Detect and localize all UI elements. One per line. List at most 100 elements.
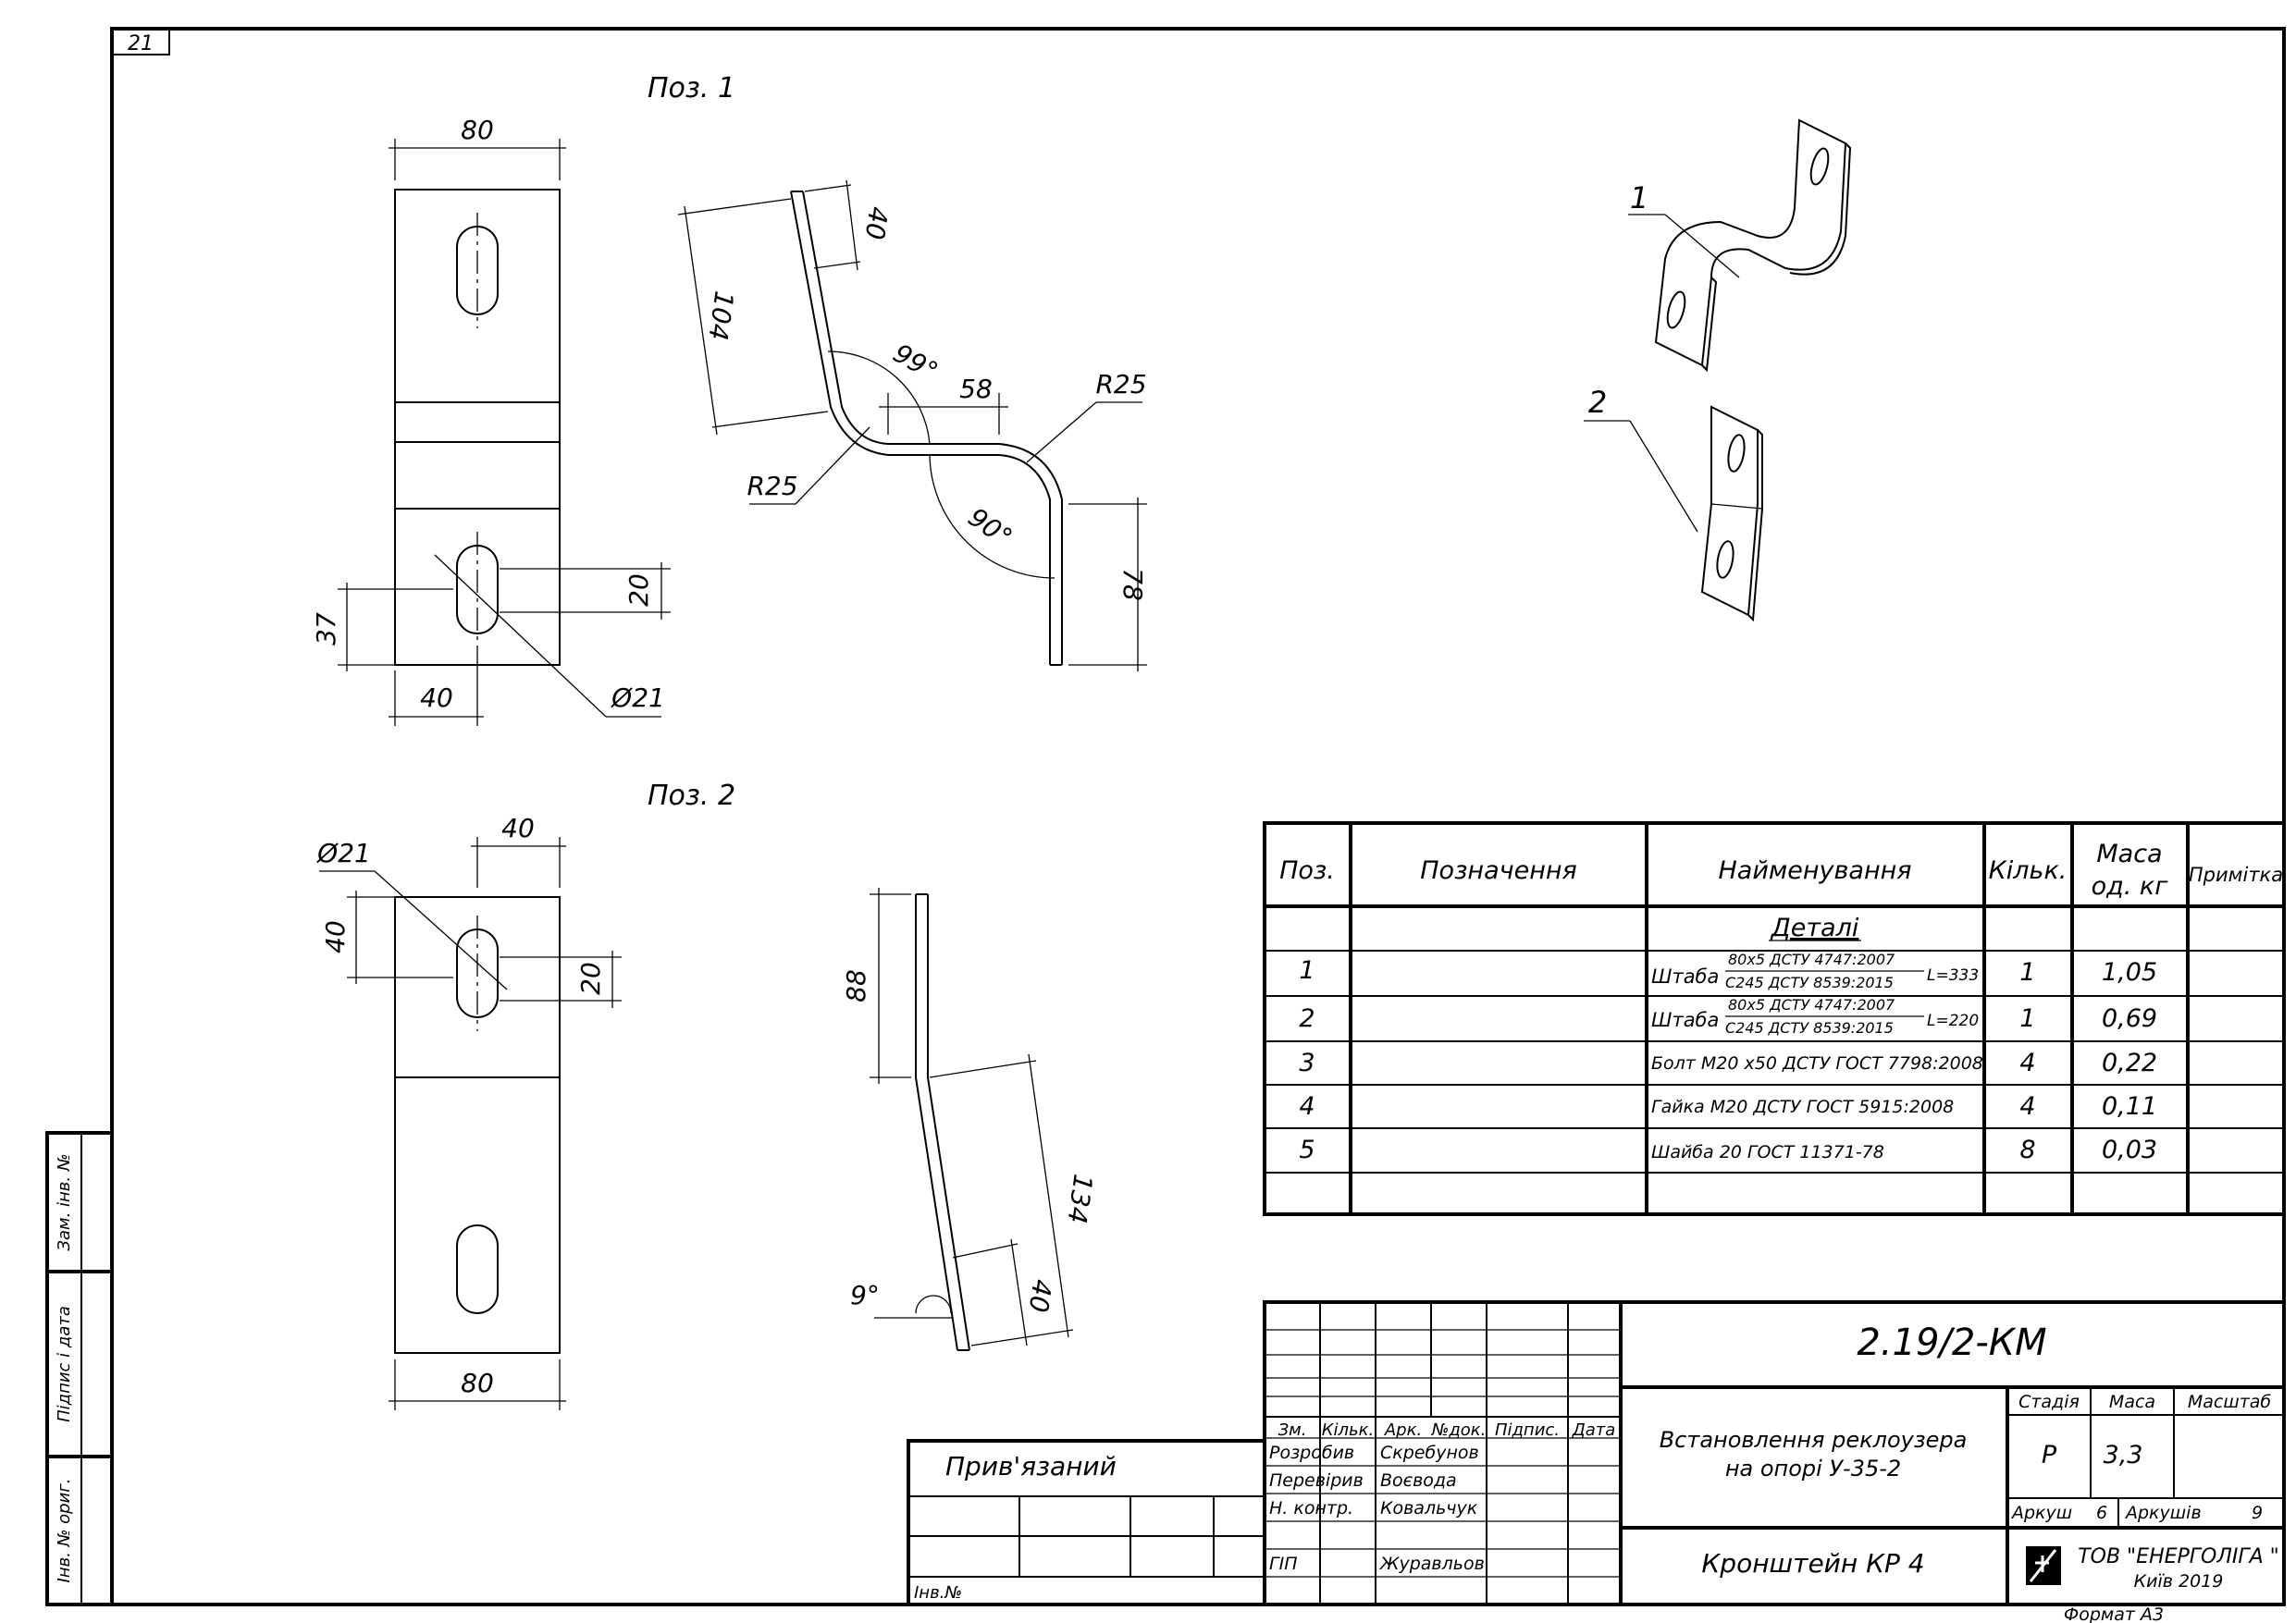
spec-header-mass-unit: од. кг xyxy=(2092,872,2169,901)
spec-row-suffix: L=333 xyxy=(1927,966,1979,985)
pos1-width-dim: 80 xyxy=(461,115,494,145)
pos2-profile-view: 88 134 40 9° xyxy=(841,888,1098,1351)
pos1-title: Поз. 1 xyxy=(648,72,735,105)
pos1-radius2: R25 xyxy=(1095,369,1146,400)
tb-role: Перевірив xyxy=(1269,1470,1364,1491)
company-logo-icon xyxy=(2026,1546,2061,1585)
spec-row-qty: 4 xyxy=(2019,1092,2035,1121)
spec-row: 4 Гайка М20 ДСТУ ГОСТ 5915:2008 4 0,11 xyxy=(1299,1092,2157,1121)
spec-row-mass: 0,69 xyxy=(2102,1004,2157,1033)
pos2-slot-dim: 20 xyxy=(575,962,606,995)
pos1-hole-dia: Ø21 xyxy=(611,682,665,713)
tb-col-date: Дата xyxy=(1572,1420,1616,1440)
pos1-angle1: 99° xyxy=(888,338,943,387)
tb-person: Журавльов xyxy=(1379,1554,1485,1574)
iso-label-1: 1 xyxy=(1630,180,1648,215)
iso-label-2: 2 xyxy=(1588,385,1607,420)
pos1-top-dim: 40 xyxy=(859,204,895,241)
pos1-upper-len-dim: 104 xyxy=(702,289,739,343)
project-line-2: на опорі У-35-2 xyxy=(1725,1456,1901,1482)
spec-row-frac-bottom: С245 ДСТУ 8539:2015 xyxy=(1725,974,1894,991)
spec-row-mass: 1,05 xyxy=(2102,958,2157,987)
spec-row: 5 Шайба 20 ГОСТ 11371-78 8 0,03 xyxy=(1299,1136,2157,1164)
tb-role: Н. контр. xyxy=(1269,1498,1353,1518)
pos1-plan-view: 80 20 37 40 Ø21 xyxy=(311,115,671,726)
spec-row-name: Шайба 20 ГОСТ 11371-78 xyxy=(1651,1142,1884,1162)
pos1-offset-y-dim: 37 xyxy=(311,612,341,646)
spec-row-pos: 5 xyxy=(1299,1136,1315,1164)
spec-row: 3 Болт М20 х50 ДСТУ ГОСТ 7798:2008 4 0,2… xyxy=(1299,1049,2157,1077)
company-city-year: Київ 2019 xyxy=(2134,1571,2224,1592)
spec-row-pos: 1 xyxy=(1299,956,1315,985)
sheet-value: 6 xyxy=(2096,1503,2107,1523)
iso-part-2: 2 xyxy=(1584,385,1763,622)
pos2-title: Поз. 2 xyxy=(648,780,735,812)
pos2-width-dim: 80 xyxy=(461,1368,494,1398)
tb-col-doc: №док. xyxy=(1431,1420,1487,1440)
spec-row-frac-bottom: С245 ДСТУ 8539:2015 xyxy=(1725,1019,1894,1037)
pos2-upper-dim: 88 xyxy=(841,969,871,1002)
spec-row-name: Гайка М20 ДСТУ ГОСТ 5915:2008 xyxy=(1651,1097,1954,1117)
pos2-offset-x-dim: 40 xyxy=(501,813,535,843)
tb-col-qty: Кільк. xyxy=(1322,1420,1375,1440)
spec-row-name: Штаба xyxy=(1651,965,1719,988)
tb-col-change: Зм. xyxy=(1278,1420,1307,1440)
title-block: Зм. Кільк. Арк. №док. Підпис. Дата Розро… xyxy=(1263,1300,2286,1606)
pos1-lower-dim: 78 xyxy=(1117,568,1148,601)
tb-role: ГІП xyxy=(1269,1554,1297,1574)
pos2-lower-len-dim: 134 xyxy=(1061,1173,1098,1226)
stage-value: Р xyxy=(2042,1441,2057,1469)
tb-col-signature: Підпис. xyxy=(1495,1420,1560,1440)
project-line-1: Встановлення реклоузера xyxy=(1660,1427,1968,1453)
mass-label: Маса xyxy=(2109,1392,2155,1412)
spec-header-qty: Кільк. xyxy=(1989,856,2068,885)
spec-row-frac-top: 80х5 ДСТУ 4747:2007 xyxy=(1728,951,1895,968)
pos1-offset-x-dim: 40 xyxy=(420,682,453,713)
spec-row-pos: 4 xyxy=(1299,1092,1315,1121)
spec-row-mass: 0,03 xyxy=(2102,1136,2157,1164)
stage-label: Стадія xyxy=(2018,1392,2080,1412)
spec-row-qty: 1 xyxy=(2019,1004,2035,1033)
spec-section-title: Деталі xyxy=(1771,914,1859,942)
tb-role: Розробив xyxy=(1269,1443,1354,1463)
spec-table: Поз. Позначення Найменування Кільк. Маса… xyxy=(1263,821,2286,1216)
company-name: ТОВ "ЕНЕРГОЛІГА " xyxy=(2078,1545,2279,1568)
pos2-angle-dim: 9° xyxy=(850,1280,880,1310)
iso-part-1: 1 xyxy=(1628,118,1852,373)
spec-header-note: Примітка xyxy=(2189,864,2283,886)
pos1-radius1: R25 xyxy=(747,471,797,501)
spec-row-mass: 0,11 xyxy=(2102,1092,2157,1121)
sheet-frame: 21 xyxy=(110,27,2286,1606)
tb-person: Скребунов xyxy=(1380,1443,1479,1463)
spec-row: 2 Штаба 80х5 ДСТУ 4747:2007 С245 ДСТУ 85… xyxy=(1299,996,2157,1037)
pos1-middle-dim: 58 xyxy=(959,374,993,404)
pos1-profile-view: 104 40 99° 58 R25 R25 90° 78 xyxy=(677,179,1148,671)
tb-person: Воєвода xyxy=(1380,1470,1457,1491)
tb-person: Ковальчук xyxy=(1380,1498,1478,1518)
tb-col-sheet: Арк. xyxy=(1384,1420,1422,1440)
pos2-bottom-dim: 40 xyxy=(1023,1277,1058,1314)
spec-row-qty: 8 xyxy=(2019,1136,2035,1164)
sheet-number: 21 xyxy=(128,32,154,55)
side-stamp-orig-inv: Інв. № ориг. xyxy=(55,1479,74,1583)
spec-row-pos: 3 xyxy=(1299,1049,1315,1077)
pos2-offset-y-dim: 40 xyxy=(320,920,351,953)
spec-header-designation: Позначення xyxy=(1420,856,1577,885)
drawing-name: Кронштейн КР 4 xyxy=(1701,1548,1924,1579)
side-stamp: Зам. інв. № Підпис і дата Інв. № ориг. xyxy=(45,1131,114,1606)
spec-row-pos: 2 xyxy=(1299,1004,1315,1033)
bound-inv: Інв.№ xyxy=(914,1583,962,1603)
spec-header-mass: Маса xyxy=(2096,840,2162,868)
spec-row-mass: 0,22 xyxy=(2102,1049,2157,1077)
spec-row-frac-top: 80х5 ДСТУ 4747:2007 xyxy=(1728,996,1895,1014)
sheets-value: 9 xyxy=(2252,1503,2263,1523)
side-stamp-signature-date: Підпис і дата xyxy=(55,1306,74,1422)
doc-code: 2.19/2-КМ xyxy=(1857,1322,2046,1364)
bound-title: Прив'язаний xyxy=(945,1451,1117,1482)
pos1-slot-dim: 20 xyxy=(623,573,654,607)
pos2-plan-view: 40 40 20 Ø21 80 xyxy=(316,813,622,1410)
scale-label: Масштаб xyxy=(2188,1392,2272,1412)
spec-row-qty: 4 xyxy=(2019,1049,2035,1077)
spec-row-name: Болт М20 х50 ДСТУ ГОСТ 7798:2008 xyxy=(1651,1053,1983,1074)
